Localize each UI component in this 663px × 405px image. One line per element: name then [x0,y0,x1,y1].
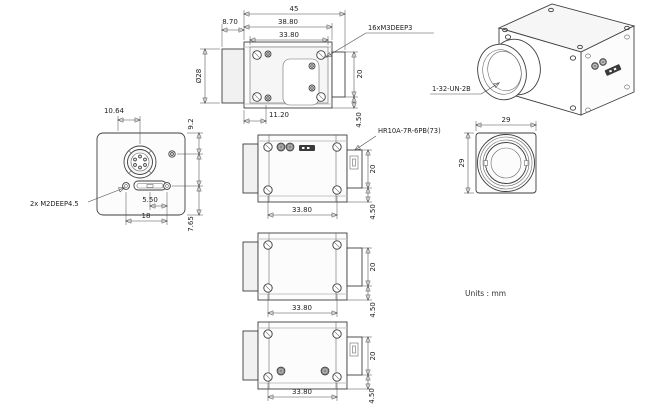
dim-connector-height-a: 20 [369,165,377,174]
vent-holes-side-a [276,142,295,152]
dim-connector-offset-x: 10.64 [104,107,125,115]
top-screw-note-label: 16xM3DEEP3 [368,24,412,32]
top-view: 45 38.80 33.80 8.70 Ø28 11.20 20 [195,5,434,128]
dim-connector-inset-a: 4.50 [369,204,377,220]
lens-thread-label: 1-32-UN-2B [432,85,471,93]
dim-mount-protrusion: 8.70 [222,18,238,26]
status-led [168,150,176,158]
side-a-dimensions: 33.80 20 4.50 [266,148,377,220]
side-view-a: 33.80 20 4.50 HR10A-7R-6PB(73) [242,127,441,220]
connector-block-top [331,51,346,98]
dim-slot-to-screw: 5.50 [142,196,158,204]
camera-body-side-c [257,321,348,390]
dim-connector-height-b: 20 [369,263,377,272]
dim-front-width: 29 [502,116,511,124]
lens-barrel-side-a [242,143,259,194]
thread-notch-right [524,160,529,166]
vent-holes-side-c [276,366,330,376]
back-screw-note: 2x M2DEEP4.5 [30,187,126,208]
card-slot [133,180,167,191]
side-b-dimensions: 33.80 20 4.50 [266,246,377,318]
dim-connector-inset-b: 4.50 [369,302,377,318]
back-view-dimensions: 10.64 9.2 7.65 5.50 18 [104,107,203,232]
dim-connector-inset-top: 4.50 [355,112,363,128]
connector-pin-a [352,158,356,167]
corner-screws-top [252,50,326,102]
connector-key-a [349,155,359,170]
connector-block-side-b [346,247,363,287]
camera-body-front [475,132,537,194]
dim-screw-pitch-c: 33.80 [292,388,312,396]
connector-part-label: HR10A-7R-6PB(73) [378,127,441,135]
top-view-dimensions: 45 38.80 33.80 8.70 Ø28 11.20 20 [195,5,364,128]
lens-barrel-side-b [242,241,259,292]
back-mount-screws [122,182,171,190]
lens-mount-ring [477,38,541,101]
lens-mount-front [477,134,535,192]
side-c-dimensions: 33.80 20 4.50 [266,335,377,404]
dim-connector-inset-c: 4.50 [368,388,376,404]
corner-screws-side-a [263,142,342,195]
back-screw-note-label: 2x M2DEEP4.5 [30,200,79,208]
units-note: Units : mm [465,289,506,298]
tapped-holes-top [264,50,316,102]
top-cutout [282,58,320,106]
thread-notch-left [483,160,488,166]
side-view-b: 33.80 20 4.50 [242,232,377,318]
brand-logo-perspective [604,64,622,76]
brand-logo-a [299,145,315,151]
card-slot-tab [146,184,154,188]
connector-pins [133,154,147,170]
top-screw-note: 16xM3DEEP3 [325,24,434,58]
dim-body-length: 38.80 [278,18,298,26]
dim-led-offset-y: 9.2 [187,118,195,129]
top-face-screws [502,7,630,50]
right-face-details [585,34,630,113]
dim-screw-pitch-top: 33.80 [279,31,299,39]
lens-barrel-top [221,48,245,104]
dim-front-inset: 11.20 [269,111,289,119]
lens-barrel-side-c [242,330,259,381]
connector-pin-c [352,345,356,354]
dim-lens-diameter: Ø28 [195,69,203,83]
corner-screws-side-c [263,329,342,382]
perspective-view: 1-32-UN-2B [430,3,636,116]
dim-connector-height-top: 20 [356,70,364,79]
back-view: 10.64 9.2 7.65 5.50 18 2x M2DEEP4.5 [30,107,203,232]
dim-overall-length: 45 [290,5,299,13]
lens-thread-note: 1-32-UN-2B [430,82,500,95]
camera-body-side-b [257,232,348,301]
camera-body-side-a [257,134,348,203]
dim-connector-height-c: 20 [369,352,377,361]
front-view-dimensions: 29 29 [458,116,538,195]
connector-key-c [349,342,359,357]
dim-front-height: 29 [458,159,466,168]
dim-screw-pitch-b: 33.80 [292,304,312,312]
dim-screw-pitch-a: 33.80 [292,206,312,214]
front-view: 29 29 [458,116,538,195]
dim-back-screw-pitch: 18 [142,212,151,220]
connector-part-note: HR10A-7R-6PB(73) [354,127,441,151]
dim-bottom-offset: 7.65 [187,216,195,232]
side-view-c: 33.80 20 4.50 [242,321,377,404]
card-slot-inner [136,183,164,189]
corner-screws-side-b [263,240,342,293]
power-io-connector [123,145,157,179]
